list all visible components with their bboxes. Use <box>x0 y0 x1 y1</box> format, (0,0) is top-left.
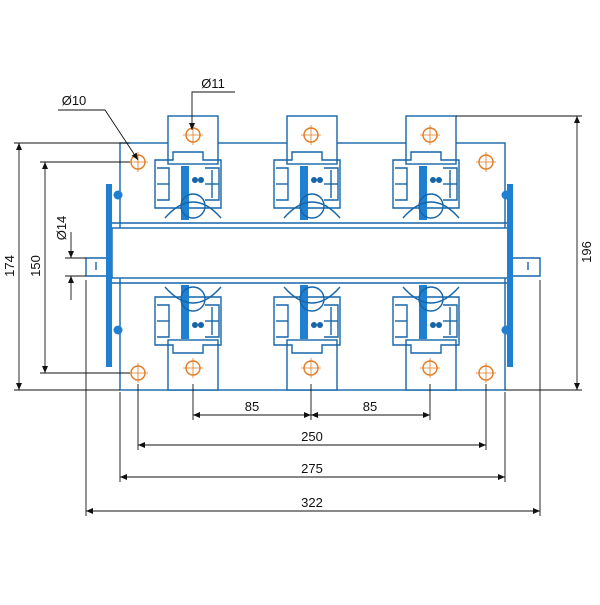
dim-174: 174 <box>2 255 17 277</box>
side-bar-right <box>507 184 513 367</box>
side-fastener-3 <box>501 190 511 200</box>
dimension-lines <box>14 91 582 516</box>
contact-module-2-bottom <box>273 285 341 354</box>
shaft-end-left <box>85 257 112 277</box>
dim-85-left: 85 <box>245 399 259 414</box>
dim-250: 250 <box>301 429 323 444</box>
side-fastener-1 <box>113 190 123 200</box>
body-hole-5 <box>476 152 496 172</box>
dim-196: 196 <box>579 241 594 263</box>
mounting-holes <box>128 125 496 383</box>
label-d10: Ø10 <box>62 93 87 108</box>
side-fastener-4 <box>501 325 511 335</box>
side-bar-left <box>106 184 112 367</box>
side-fastener-2 <box>113 325 123 335</box>
terminal-hole-8 <box>183 358 203 378</box>
body-hole-6 <box>128 363 148 383</box>
leader-d11 <box>189 91 235 130</box>
dim-150: 150 <box>28 255 43 277</box>
terminal-hole-2 <box>301 125 321 145</box>
switch-body <box>85 115 541 391</box>
shaft-end-right <box>512 257 541 277</box>
contact-module-1-top <box>154 151 222 220</box>
shaft-band <box>111 227 513 279</box>
label-d14: Ø14 <box>54 216 69 241</box>
dim-275: 275 <box>301 461 323 476</box>
dim-322: 322 <box>301 495 323 510</box>
terminal-hole-9 <box>301 358 321 378</box>
terminal-hole-3 <box>420 125 440 145</box>
contact-module-3-bottom <box>392 285 460 354</box>
contact-module-1-bottom <box>154 285 222 354</box>
dim-85-right: 85 <box>363 399 377 414</box>
terminal-hole-10 <box>420 358 440 378</box>
leader-d10 <box>58 109 139 161</box>
body-hole-4 <box>128 152 148 172</box>
label-d11: Ø11 <box>201 76 225 91</box>
contact-module-2-top <box>273 151 341 220</box>
contact-module-3-top <box>392 151 460 220</box>
body-hole-7 <box>476 363 496 383</box>
contact-modules <box>113 151 511 354</box>
dimension-text: 85 85 250 275 322 174 150 196 Ø14 Ø10 Ø1… <box>2 76 594 510</box>
